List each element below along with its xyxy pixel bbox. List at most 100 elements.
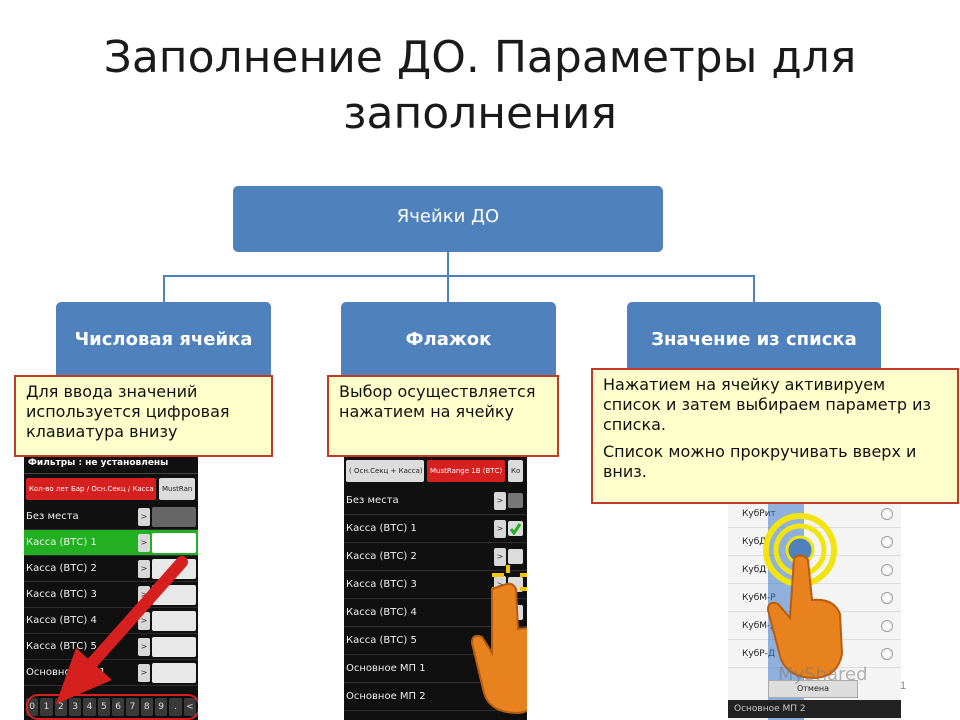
connector-middle [447,275,449,302]
value-cell[interactable] [152,506,196,527]
tab-row: ( Осн.Секц + Касса) MustRange 1B (ВТС) К… [344,455,527,487]
table-row[interactable]: Касса (ВТС) 4 > [344,599,527,627]
checkbox[interactable] [508,661,523,676]
callout-list: Нажатием на ячейку активируем список и з… [591,368,959,504]
table-row[interactable]: Касса (ВТС) 3 > [24,582,198,608]
callout-text-extra: Список можно прокручивать вверх и вниз. [603,442,917,481]
value-cell[interactable] [152,636,196,657]
node-label: Числовая ячейка [74,329,253,350]
expand-button[interactable]: > [494,659,506,678]
radio-button[interactable] [881,507,893,520]
row-label: Касса (ВТС) 3 [26,589,97,600]
key-dot[interactable]: . [169,698,182,716]
row-label: Касса (ВТС) 4 [346,607,417,618]
radio-button[interactable] [881,619,893,632]
expand-button[interactable]: > [494,519,506,538]
list-item[interactable]: КубД [728,556,901,584]
expand-button[interactable]: > [138,585,150,604]
value-cell[interactable] [152,610,196,631]
list-item-label: КубР-Д [742,648,775,659]
table-row[interactable]: Без места > [344,487,527,515]
checkbox[interactable] [508,577,523,592]
row-label: Основное МП 1 [346,663,426,674]
value-cell[interactable] [152,558,196,579]
table-row[interactable]: Касса (ВТС) 5 > [344,627,527,655]
value-cell[interactable] [152,584,196,605]
list-item-label: КубМ-Р [742,592,776,603]
list-item[interactable]: КубМ-Д [728,612,901,640]
table-row-active[interactable]: Касса (ВТС) 1 > [24,530,198,556]
row-label: Без места [26,511,79,522]
row-label: Без места [346,495,399,506]
radio-button[interactable] [881,563,893,576]
expand-button[interactable]: > [494,575,506,594]
expand-button[interactable]: > [138,663,150,682]
expand-button[interactable]: > [138,611,150,630]
tab-main[interactable]: ( Осн.Секц + Касса) [346,460,424,482]
list-item-label: КубД [742,536,767,547]
row-label: Касса (ВТС) 5 [346,635,417,646]
footer-row-label: Основное МП 2 [728,700,901,718]
callout-text: Выбор осуществляется нажатием на ячейку [339,382,536,421]
expand-button[interactable]: > [138,637,150,656]
callout-checkbox: Выбор осуществляется нажатием на ячейку [327,375,559,457]
radio-button[interactable] [881,591,893,604]
tab-secondary[interactable]: MustRan [159,478,196,500]
expand-button[interactable]: > [494,603,506,622]
tab-row: Кол-во лет Бар / Осн.Секц / Касса MustRa… [24,474,198,504]
checkbox[interactable] [508,549,523,564]
connector-root-vertical [447,252,449,276]
checkbox[interactable] [508,493,523,508]
key-8[interactable]: 8 [140,698,153,716]
root-node-label: Ячейки ДО [396,206,500,227]
expand-button[interactable]: > [138,533,150,552]
list-item[interactable]: КубМ-Р [728,584,901,612]
cancel-button[interactable]: Отмена [768,680,858,698]
checkbox[interactable] [508,605,523,620]
row-label: Касса (ВТС) 2 [346,551,417,562]
checkbox[interactable] [508,633,523,648]
list-item-label: КубМ-Д [742,620,778,631]
checkbox-checked[interactable] [508,521,523,536]
row-label: Касса (ВТС) 2 [26,563,97,574]
phone-screen-numeric: Фильтры : не установлены Кол-во лет Бар … [24,452,198,720]
expand-button[interactable]: > [494,631,506,650]
expand-button[interactable]: > [494,687,506,706]
radio-button[interactable] [881,647,893,660]
callout-text: Нажатием на ячейку активируем список и з… [603,375,932,434]
tab-secondary[interactable]: MustRange 1B (ВТС) [427,460,505,482]
connector-left [163,275,165,302]
table-row[interactable]: Основное МП 1> [24,660,198,686]
list-item[interactable]: КубРит [728,500,901,528]
value-cell[interactable] [152,662,196,683]
tab-main[interactable]: Кол-во лет Бар / Осн.Секц / Касса [26,478,156,500]
row-label: Касса (ВТС) 1 [26,537,97,548]
key-7[interactable]: 7 [126,698,139,716]
tab-third[interactable]: Ко [508,460,524,482]
expand-button[interactable]: > [138,507,150,526]
table-row[interactable]: Основное МП 1 > [344,655,527,683]
table-row[interactable]: Касса (ВТС) 2 > [24,556,198,582]
expand-button[interactable]: > [494,491,506,510]
list-item[interactable]: КубД [728,528,901,556]
table-row[interactable]: Касса (ВТС) 1> [344,515,527,543]
key-1[interactable]: 1 [40,698,53,716]
table-row[interactable]: Без места > [24,504,198,530]
slide-title: Заполнение ДО. Параметры для заполнения [103,32,857,139]
list-item-label: КубД [742,564,767,575]
root-node: Ячейки ДО [233,186,663,252]
radio-button[interactable] [881,535,893,548]
table-row[interactable]: Касса (ВТС) 5> [24,634,198,660]
expand-button[interactable]: > [138,559,150,578]
key-9[interactable]: 9 [154,698,168,716]
table-row[interactable]: Касса (ВТС) 3> [344,571,527,599]
value-cell[interactable] [152,532,196,553]
row-label: Основное МП 2 [346,691,426,702]
checkbox[interactable] [508,689,523,704]
expand-button[interactable]: > [494,547,506,566]
table-row[interactable]: Основное МП 2 > [344,683,527,711]
table-row[interactable]: Касса (ВТС) 4> [24,608,198,634]
key-6[interactable]: 6 [111,698,125,716]
node-label: Флажок [405,329,492,350]
table-row[interactable]: Касса (ВТС) 2 > [344,543,527,571]
